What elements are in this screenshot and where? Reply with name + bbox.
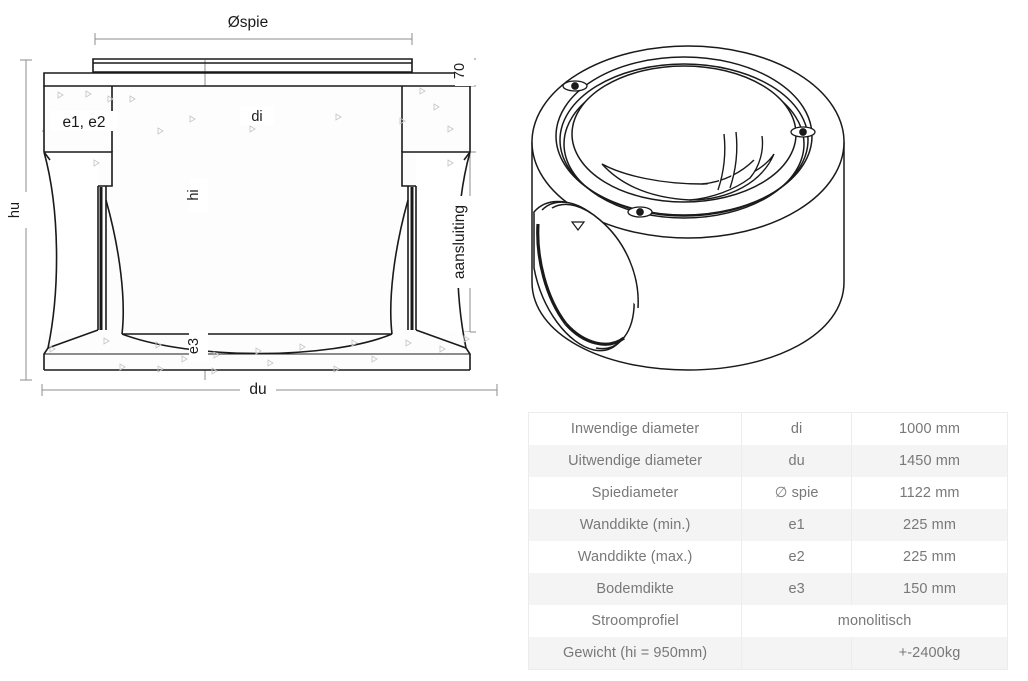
label-top-flange-height: 70 [452,63,468,79]
interior-flow-channel [601,131,775,201]
row-value: 1122 mm [851,477,1008,509]
label-inner-height: hi [186,189,202,200]
row-label: Inwendige diameter [527,412,743,445]
table-row: Spiediameter ∅ spie 1122 mm [527,477,1008,509]
row-label: Gewicht (hi = 950mm) [527,637,743,670]
table-row: Inwendige diameter di 1000 mm [527,412,1008,445]
row-value: 1000 mm [851,412,1008,445]
row-symbol: e2 [741,541,853,573]
label-wall-thickness: e1, e2 [62,114,105,131]
table-row: Gewicht (hi = 950mm) +-2400kg [527,637,1008,670]
row-value: 1450 mm [851,445,1008,477]
table-row: Wanddikte (min.) e1 225 mm [527,509,1008,541]
row-symbol-empty [741,637,853,670]
table-row: Stroomprofiel monolitisch [527,605,1008,637]
lifting-anchor-right [790,126,816,138]
row-label: Wanddikte (min.) [527,509,743,541]
label-base-thickness: e3 [186,338,202,354]
row-value: +-2400kg [851,637,1008,670]
row-value-merged: monolitisch [741,605,1008,637]
row-symbol: ∅ spie [741,477,853,509]
row-label: Bodemdikte [527,573,743,605]
concrete-fill [44,86,470,370]
label-connection: aansluiting [451,205,468,279]
socket-flow-arrow-icon [570,221,586,231]
row-symbol: di [741,412,853,445]
row-value: 150 mm [851,573,1008,605]
row-label: Spiediameter [527,477,743,509]
row-label: Stroomprofiel [527,605,743,637]
row-value: 225 mm [851,541,1008,573]
label-inner-diameter: di [251,109,262,125]
row-value: 225 mm [851,509,1008,541]
isometric-svg [531,45,845,371]
wall-hatch-accent [99,187,414,330]
row-symbol: e3 [741,573,853,605]
label-spie-diameter: Øspie [228,14,269,31]
table-row: Uitwendige diameter du 1450 mm [527,445,1008,477]
isometric-drawing [512,14,872,394]
section-outline [43,58,471,371]
lifting-anchor-front [627,206,653,218]
row-symbol: e1 [741,509,853,541]
cross-section-svg: Øspie di hi hu du e1, e2 e3 [7,10,498,398]
cross-section-drawing: Øspie di hi hu du e1, e2 e3 [0,0,512,400]
label-outer-diameter: du [249,381,266,398]
row-symbol: du [741,445,853,477]
row-label: Uitwendige diameter [527,445,743,477]
row-label: Wanddikte (max.) [527,541,743,573]
table-row: Wanddikte (max.) e2 225 mm [527,541,1008,573]
concrete-texture [49,87,470,375]
specification-table: Inwendige diameter di 1000 mm Uitwendige… [527,412,1008,670]
socket-seal-band [536,223,625,346]
dimension-labels: Øspie di hi hu du e1, e2 e3 [7,10,474,398]
lifting-anchor-left [562,80,588,92]
label-outer-height: hu [7,202,23,218]
table-row: Bodemdikte e3 150 mm [527,573,1008,605]
lifting-anchors [562,80,816,218]
specification-table-body: Inwendige diameter di 1000 mm Uitwendige… [527,412,1008,670]
